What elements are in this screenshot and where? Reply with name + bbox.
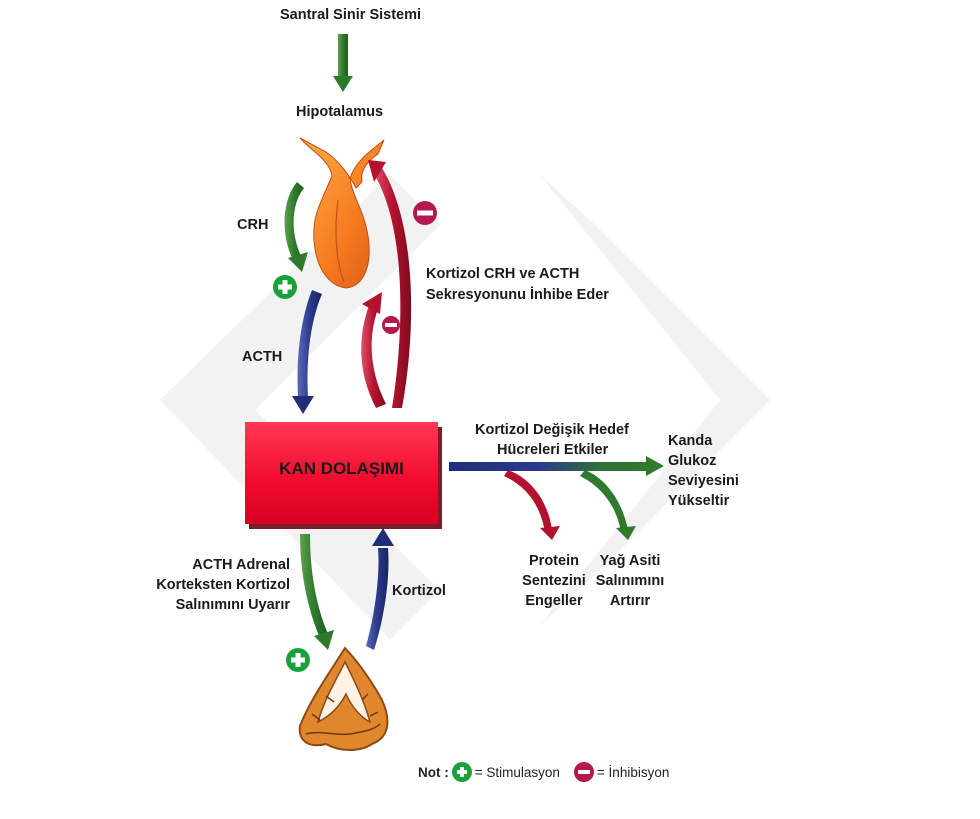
adrenal-gland-shape xyxy=(300,648,388,750)
feedback-arrow-long xyxy=(368,160,411,408)
legend-inhib-label: = İnhibisyon xyxy=(597,765,669,780)
glucose-label-line4: Yükseltir xyxy=(668,492,729,511)
minus-icon xyxy=(382,316,400,334)
fat-label-line3: Artırır xyxy=(594,592,666,611)
acth-arrow xyxy=(292,290,322,414)
plus-icon xyxy=(273,275,297,299)
adrenal-label-line3: Salınımını Uyarır xyxy=(160,596,290,615)
adrenal-label-line1: ACTH Adrenal xyxy=(186,556,290,575)
acth-label: ACTH xyxy=(242,348,282,367)
glucose-label-line3: Seviyesini xyxy=(668,472,739,491)
blood-circulation-label: KAN DOLAŞIMI xyxy=(245,459,438,479)
plus-icon xyxy=(452,762,472,782)
targets-arrow xyxy=(449,456,664,540)
targets-label-line2: Hücreleri Etkiler xyxy=(497,441,608,460)
crh-arrow xyxy=(285,182,308,272)
glucose-label-line2: Glukoz xyxy=(668,452,716,471)
legend-prefix: Not : xyxy=(418,765,449,780)
protein-label-line3: Engeller xyxy=(522,592,586,611)
minus-icon xyxy=(413,201,437,225)
protein-label-line1: Protein xyxy=(522,552,586,571)
protein-label-line2: Sentezini xyxy=(522,572,586,591)
glucose-label-line1: Kanda xyxy=(668,432,712,451)
plus-icon xyxy=(286,648,310,672)
fat-label-line1: Yağ Asiti xyxy=(594,552,666,571)
cns-label: Santral Sinir Sistemi xyxy=(280,6,421,25)
adrenal-stim-arrow xyxy=(300,534,334,650)
fat-label-line2: Salınımını xyxy=(594,572,666,591)
cns-arrow xyxy=(333,34,353,92)
crh-label: CRH xyxy=(237,216,268,235)
minus-icon xyxy=(574,762,594,782)
inhibit-label-line1: Kortizol CRH ve ACTH xyxy=(426,265,579,284)
inhibit-label-line2: Sekresyonunu İnhibe Eder xyxy=(426,286,609,305)
feedback-arrow-short xyxy=(361,292,386,408)
hypothalamus-label: Hipotalamus xyxy=(296,103,383,122)
targets-label-line1: Kortizol Değişik Hedef xyxy=(475,421,629,440)
cortisol-arrow xyxy=(366,528,394,650)
adrenal-label-line2: Korteksten Kortizol xyxy=(150,576,290,595)
cortisol-label: Kortizol xyxy=(392,582,446,601)
legend: Not : = Stimulasyon = İnhibisyon xyxy=(418,762,669,782)
legend-stim-label: = Stimulasyon xyxy=(475,765,560,780)
